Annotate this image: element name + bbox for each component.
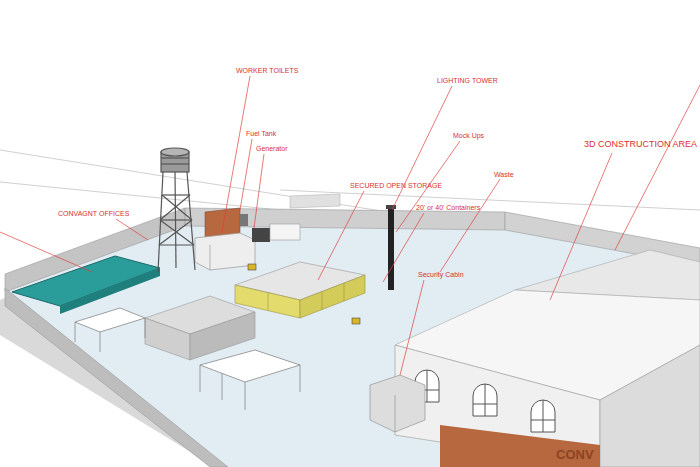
security-cabin (370, 375, 425, 432)
water-tower (160, 219, 192, 220)
leader-line (222, 76, 250, 232)
security-cabin (395, 395, 396, 432)
site-ground (0, 222, 700, 467)
water-tower (160, 220, 194, 245)
arched-window (427, 370, 428, 402)
perimeter-wall (290, 194, 340, 208)
callout-label: Generator (256, 145, 288, 153)
callout-label: Waste (494, 171, 514, 179)
callout-label: Mock Ups (453, 132, 484, 140)
lighting-tower (388, 205, 394, 290)
callout-label: Security Cabin (418, 271, 464, 279)
worker-toilets (210, 245, 211, 270)
leader-line (550, 153, 612, 300)
forklift (352, 318, 360, 324)
arched-window (543, 400, 544, 432)
canopy-frame (200, 350, 300, 382)
security-cabin (370, 375, 425, 432)
water-tower (158, 148, 195, 272)
arched-window (531, 420, 555, 421)
canopy-frame (245, 382, 246, 410)
canopy-frame (100, 332, 101, 352)
canopy-frame (300, 365, 301, 392)
arched-window (473, 384, 497, 416)
canopy-frame (75, 308, 300, 410)
construction-hangar (600, 345, 700, 467)
water-tower (162, 195, 192, 220)
generator (240, 214, 248, 226)
canopy-frame (75, 308, 145, 332)
arched-window (531, 400, 555, 432)
site-office-building (145, 318, 190, 360)
leader-line (383, 213, 424, 282)
generator (252, 228, 270, 242)
construction-hangar (395, 250, 700, 467)
leader-line (318, 191, 364, 280)
canopy-frame (222, 373, 223, 400)
callout-label: WORKER TOILETS (236, 67, 298, 75)
leader-line (400, 280, 424, 375)
office-area (12, 256, 160, 314)
callout-label: 3D CONSTRUCTION AREA (584, 140, 697, 150)
canopy-frame (75, 322, 76, 342)
water-tower (162, 194, 190, 195)
water-tower (161, 157, 189, 158)
water-tower (161, 148, 189, 156)
construction-hangar (440, 425, 600, 467)
container-storage (322, 292, 323, 310)
callout-label: SECURED OPEN STORAGE (350, 182, 442, 190)
site-office-building (145, 296, 255, 360)
leader-line (0, 76, 700, 375)
forklift (248, 264, 360, 324)
leader-line (116, 219, 148, 240)
container-storage (300, 275, 365, 318)
callout-label: Fuel Tank (246, 130, 276, 138)
leader-line (254, 154, 264, 228)
water-tower (159, 220, 192, 245)
leader-line (615, 85, 700, 250)
water-tower (160, 195, 190, 220)
canopy-frame (200, 365, 201, 392)
arched-window (415, 370, 555, 432)
callout-label: 20' or 40' Containers (416, 204, 480, 212)
arched-window (473, 404, 497, 405)
water-tower (159, 244, 194, 245)
container-storage (268, 292, 269, 310)
arched-window (485, 384, 486, 416)
callout-label: LIGHTING TOWER (437, 77, 498, 85)
generator (270, 224, 300, 240)
leader-line (440, 179, 500, 272)
leader-line (0, 232, 92, 272)
worker-toilets (195, 233, 255, 270)
site-ground (5, 222, 700, 467)
building-sign: CONV (556, 448, 594, 462)
container-storage (344, 283, 345, 301)
callout-label: CONVAGNT OFFICES (58, 210, 129, 218)
forklift (248, 264, 256, 270)
construction-hangar (395, 345, 600, 467)
office-area (60, 268, 160, 314)
lighting-tower (386, 205, 396, 290)
perimeter-wall (5, 194, 700, 467)
leader-line (392, 86, 452, 210)
container-storage (235, 262, 365, 318)
worker-toilets (195, 233, 255, 270)
water-tower (161, 163, 189, 164)
generator (240, 214, 300, 242)
canopy-frame (145, 318, 146, 338)
leader-line (240, 139, 252, 210)
